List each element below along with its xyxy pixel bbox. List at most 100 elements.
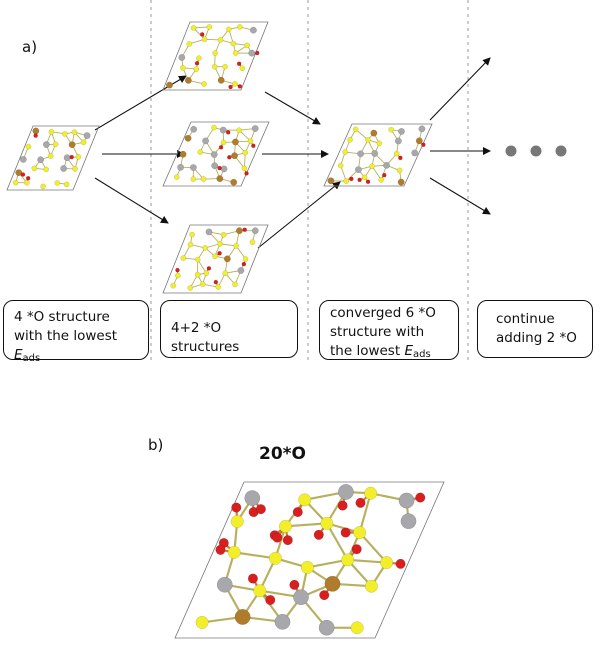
oxygen-atom	[340, 527, 351, 538]
oxygen-atom	[228, 84, 233, 90]
sulfur-atom	[43, 166, 50, 173]
oxygen-atom	[225, 130, 231, 135]
metal-atom	[251, 125, 259, 132]
oxygen-atom	[282, 535, 293, 546]
panel-b-title: 20*O	[259, 444, 306, 464]
metal-atom	[178, 54, 186, 61]
oxygen-atom	[244, 171, 249, 176]
metal-atom	[370, 129, 378, 137]
caption-1-sub: ads	[22, 353, 41, 364]
oxygen-atom	[241, 261, 247, 267]
sulfur-atom	[173, 174, 180, 180]
oxygen-atom	[199, 32, 205, 37]
sulfur-atom	[222, 270, 229, 276]
oxygen-atom	[272, 532, 283, 543]
sulfur-atom	[71, 129, 78, 135]
metal-atom	[19, 155, 27, 163]
sulfur-atom	[201, 36, 208, 43]
arrow-bottom-to-converged	[257, 181, 341, 249]
oxygen-atom	[175, 267, 180, 273]
sulfur-atom	[222, 63, 228, 70]
oxygen-atom	[255, 504, 266, 515]
sulfur-atom	[190, 176, 197, 182]
sulfur-atom	[211, 124, 217, 131]
sulfur-atom	[186, 41, 193, 47]
metal-atom	[63, 154, 71, 162]
sulfur-atom	[52, 141, 59, 148]
metal-atom	[202, 137, 209, 145]
caption-box-2: 4+2 *O structures	[160, 300, 298, 358]
sulfur-atom	[200, 176, 207, 182]
sulfur-atom	[215, 284, 222, 290]
sulfur-atom	[195, 615, 209, 629]
oxygen-atom	[213, 279, 219, 285]
oxygen-atom	[194, 61, 200, 66]
sulfur-atom	[194, 256, 201, 263]
oxygen-atom	[206, 266, 212, 271]
sulfur-atom	[378, 177, 385, 183]
oxygen-atom	[217, 251, 222, 256]
oxygen-atom	[265, 595, 276, 606]
metal-atom	[397, 178, 405, 186]
arrow-top-to-converged	[264, 91, 321, 125]
sulfur-atom	[342, 149, 348, 155]
dot-1	[505, 145, 517, 157]
sulfur-atom	[320, 516, 334, 530]
metal-atom	[216, 576, 233, 593]
sulfur-atom	[369, 163, 375, 169]
arrow-to-bottom	[94, 177, 169, 224]
panel-a-label: a)	[22, 38, 38, 56]
sulfur-atom	[337, 162, 344, 169]
sulfur-atom	[47, 153, 54, 159]
oxygen-atom	[247, 573, 258, 584]
metal-atom	[32, 127, 40, 135]
sulfur-atom	[179, 64, 186, 71]
metal-atom	[235, 227, 243, 235]
sulfur-atom	[249, 239, 256, 245]
sulfur-atom	[353, 526, 367, 539]
metal-atom	[190, 125, 198, 133]
oxygen-atom	[382, 172, 387, 178]
sulfur-atom	[203, 270, 210, 276]
caption-box-4: continue adding 2 *O	[477, 300, 593, 358]
metal-atom	[357, 150, 364, 158]
oxygen-atom	[215, 544, 226, 555]
sulfur-atom	[194, 271, 201, 278]
sulfur-atom	[361, 174, 368, 181]
unit-cell	[162, 121, 270, 187]
sulfur-atom	[393, 150, 400, 157]
metal-atom	[274, 613, 291, 630]
metal-atom	[244, 490, 261, 506]
oxygen-atom	[292, 507, 303, 518]
metal-atom	[205, 228, 213, 236]
oxygen-atom	[415, 492, 426, 503]
metal-atom	[415, 137, 423, 145]
metal-atom	[15, 169, 23, 177]
sulfur-atom	[298, 493, 312, 507]
sulfur-atom	[80, 139, 87, 146]
caption-3-sub: ads	[412, 349, 431, 360]
oxygen-atom	[217, 165, 222, 171]
metal-atom	[398, 492, 415, 509]
oxygen-atom	[313, 529, 324, 540]
metal-atom	[83, 132, 91, 139]
sulfur-atom	[201, 81, 207, 87]
metal-atom	[327, 177, 335, 185]
metal-atom	[248, 49, 256, 57]
sulfur-atom	[175, 272, 181, 279]
sulfur-atom	[364, 486, 378, 500]
metal-atom	[354, 166, 362, 174]
metal-atom	[177, 163, 184, 171]
sulfur-atom	[237, 24, 243, 30]
sulfur-atom	[350, 621, 364, 635]
metal-atom	[42, 141, 50, 148]
sulfur-atom	[226, 26, 232, 33]
metal-atom	[184, 134, 192, 142]
sulfur-atom	[75, 154, 82, 160]
sulfur-atom	[253, 584, 267, 598]
metal-atom	[318, 619, 335, 636]
oxygen-atom	[349, 176, 354, 182]
sulfur-atom	[217, 240, 223, 247]
